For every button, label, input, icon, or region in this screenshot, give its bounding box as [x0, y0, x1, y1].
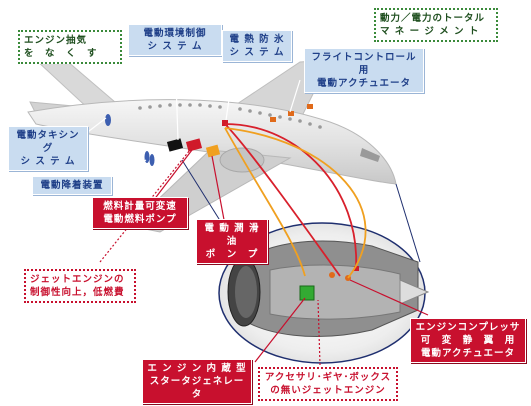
- line-orange-2: [224, 127, 367, 279]
- connection-lines: [181, 123, 421, 279]
- leader-landing-gear: [109, 159, 147, 181]
- leader-starter-gen: [254, 297, 306, 363]
- fuselage: [27, 99, 397, 185]
- label-power-mgmt: 動力／電力のトータル マ ネ ー ジ メ ン ト: [374, 8, 498, 42]
- line-navy-2: [395, 183, 421, 263]
- leader-fuel-pump: [149, 149, 193, 206]
- engine-red-node: [354, 266, 359, 271]
- engine-fan: [235, 266, 257, 318]
- engine-core: [269, 264, 401, 320]
- landing-gear-motor-2: [149, 154, 155, 166]
- env-control-unit: [166, 138, 184, 152]
- label-compressor: エンジンコンプレッサ 可 変 静 翼 用 電動アクチュエータ: [410, 318, 526, 363]
- lube-pump-unit: [205, 144, 221, 158]
- label-starter-gen: エ ン ジ ン 内 蔵 型 スタータジェネレータ: [142, 359, 252, 404]
- exhaust-cone: [399, 279, 430, 305]
- fuel-pump-unit: [185, 138, 203, 152]
- taxiing-motor: [105, 114, 111, 126]
- leader-lube-pump: [211, 155, 226, 226]
- compressor-actuator-node-1: [329, 272, 335, 278]
- aircraft-components: [105, 104, 313, 166]
- leader-anti-ice: [225, 57, 236, 121]
- wing-engine: [219, 147, 265, 173]
- leader-flight-control: [289, 79, 301, 113]
- cabin-windows: [138, 103, 322, 129]
- leader-env-control: [174, 49, 179, 141]
- actuator-1: [270, 117, 276, 122]
- label-engine-bleed: エンジン抽気 を な く す: [18, 30, 122, 64]
- label-anti-ice: 電 熱 防 氷 シ ス テ ム: [222, 30, 292, 62]
- starter-generator-unit: [299, 285, 315, 301]
- line-orange-1: [224, 127, 306, 277]
- label-no-gearbox: アクセサリ･ギヤ･ボックス の無いジェットエンジン: [258, 367, 398, 401]
- label-fuel-pump: 燃料計量可変速 電動燃料ポンプ: [92, 197, 188, 229]
- label-taxiing: 電動タキシング シ ス テ ム: [8, 126, 88, 171]
- label-lube-pump: 電 動 潤 滑 油 ポ ン プ: [196, 219, 268, 264]
- landing-gear-motor-1: [144, 151, 150, 163]
- actuator-3: [307, 104, 313, 109]
- line-red-2: [224, 123, 341, 277]
- anti-ice-node: [222, 120, 228, 126]
- cockpit-window: [360, 148, 380, 162]
- leader-no-gearbox: [317, 299, 321, 366]
- label-env-control: 電動環境制御 シ ス テ ム: [128, 24, 222, 56]
- label-flight-control: フライトコントロール用 電動アクチュエータ: [304, 48, 424, 93]
- leader-compressor: [349, 279, 429, 316]
- line-red-1: [224, 123, 357, 269]
- actuator-2: [288, 111, 294, 116]
- label-jet-control: ジェットエンジンの 制御性向上，低燃費: [24, 269, 136, 303]
- label-landing-gear: 電動降着装置: [32, 176, 112, 195]
- engine-detail: [218, 222, 430, 364]
